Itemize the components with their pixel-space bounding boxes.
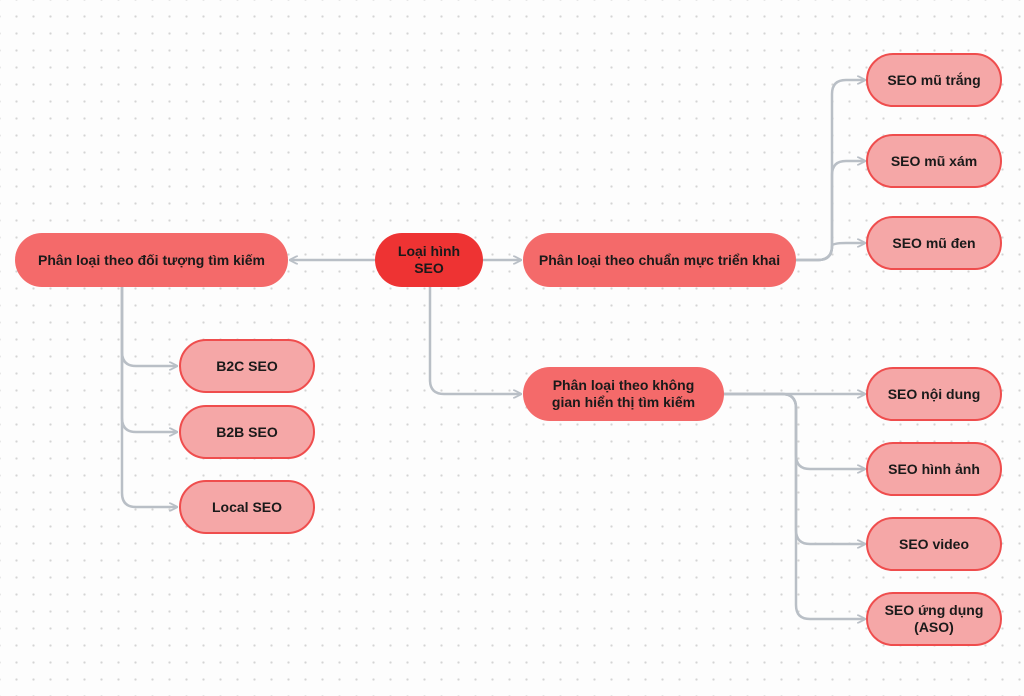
connector-root-to-space — [428, 285, 520, 394]
leaf-app-seo-aso[interactable]: SEO ứng dụng (ASO) — [866, 592, 1002, 646]
leaf-content-seo[interactable]: SEO nội dung — [866, 367, 1002, 421]
connector-standard-to-white — [794, 80, 864, 262]
root-node[interactable]: Loại hình SEO — [375, 233, 483, 287]
branch-standard[interactable]: Phân loại theo chuẩn mực triển khai — [523, 233, 796, 287]
connector-standard-to-grey — [794, 161, 864, 262]
connector-space-to-aso — [722, 392, 864, 619]
connector-standard-to-black — [794, 243, 864, 262]
connector-audience-to-b2c — [120, 285, 176, 366]
leaf-image-seo[interactable]: SEO hình ảnh — [866, 442, 1002, 496]
branch-audience[interactable]: Phân loại theo đối tượng tìm kiếm — [15, 233, 288, 287]
connector-audience-to-b2b — [120, 285, 176, 432]
connector-audience-to-local — [120, 285, 176, 507]
leaf-video-seo[interactable]: SEO video — [866, 517, 1002, 571]
leaf-black-hat-seo[interactable]: SEO mũ đen — [866, 216, 1002, 270]
connector-space-to-image — [722, 392, 864, 469]
leaf-b2c-seo[interactable]: B2C SEO — [179, 339, 315, 393]
leaf-local-seo[interactable]: Local SEO — [179, 480, 315, 534]
leaf-b2b-seo[interactable]: B2B SEO — [179, 405, 315, 459]
leaf-grey-hat-seo[interactable]: SEO mũ xám — [866, 134, 1002, 188]
leaf-white-hat-seo[interactable]: SEO mũ trắng — [866, 53, 1002, 107]
branch-space[interactable]: Phân loại theo không gian hiển thị tìm k… — [523, 367, 724, 421]
